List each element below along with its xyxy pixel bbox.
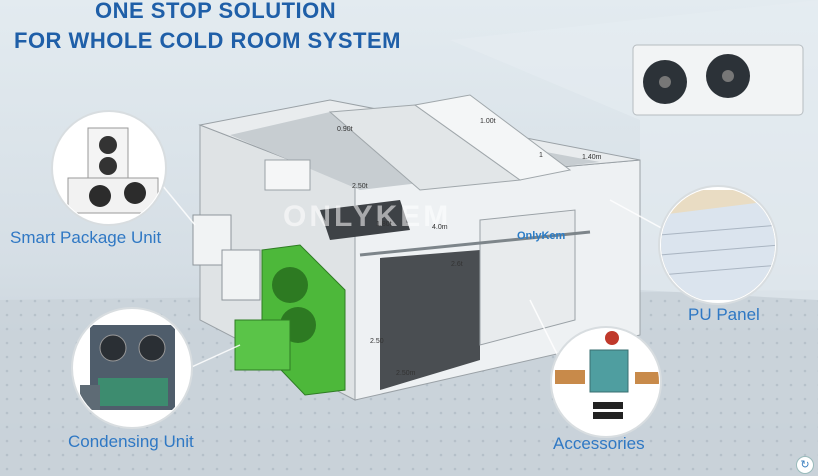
smart-package-unit-image (51, 110, 167, 226)
evaporator-unit (632, 44, 804, 116)
dim-label: 1 (539, 152, 543, 159)
banner-title-line1: ONE STOP SOLUTION (95, 0, 337, 23)
label-accessories: Accessories (553, 434, 645, 453)
dim-label: 1.80t (376, 221, 392, 228)
dim-label: 0.90t (337, 126, 353, 133)
dim-label: 4.0m (432, 224, 448, 231)
dim-label: 1.00t (480, 118, 496, 125)
door-brand-logo: OnlyKem (517, 230, 566, 242)
label-condensing-unit: Condensing Unit (68, 432, 194, 451)
label-smart-package-unit: Smart Package Unit (10, 228, 162, 247)
dim-label: 1.40m (582, 154, 602, 161)
refresh-icon[interactable]: ↻ (796, 456, 814, 474)
accessories-image (550, 326, 662, 438)
label-pu-panel: PU Panel (688, 305, 760, 324)
dim-label: 2.6t (451, 261, 463, 268)
pu-panel-image (658, 185, 778, 305)
dim-label: 2.50 (370, 338, 384, 345)
condensing-unit-image (71, 307, 193, 429)
banner-title-line2: FOR WHOLE COLD ROOM SYSTEM (14, 28, 401, 53)
brand-watermark: ONLYKEM (283, 200, 452, 233)
dim-label: 2.50m (396, 370, 416, 377)
condenser-unit-green (234, 244, 346, 396)
dim-label: 2.50t (352, 183, 368, 190)
